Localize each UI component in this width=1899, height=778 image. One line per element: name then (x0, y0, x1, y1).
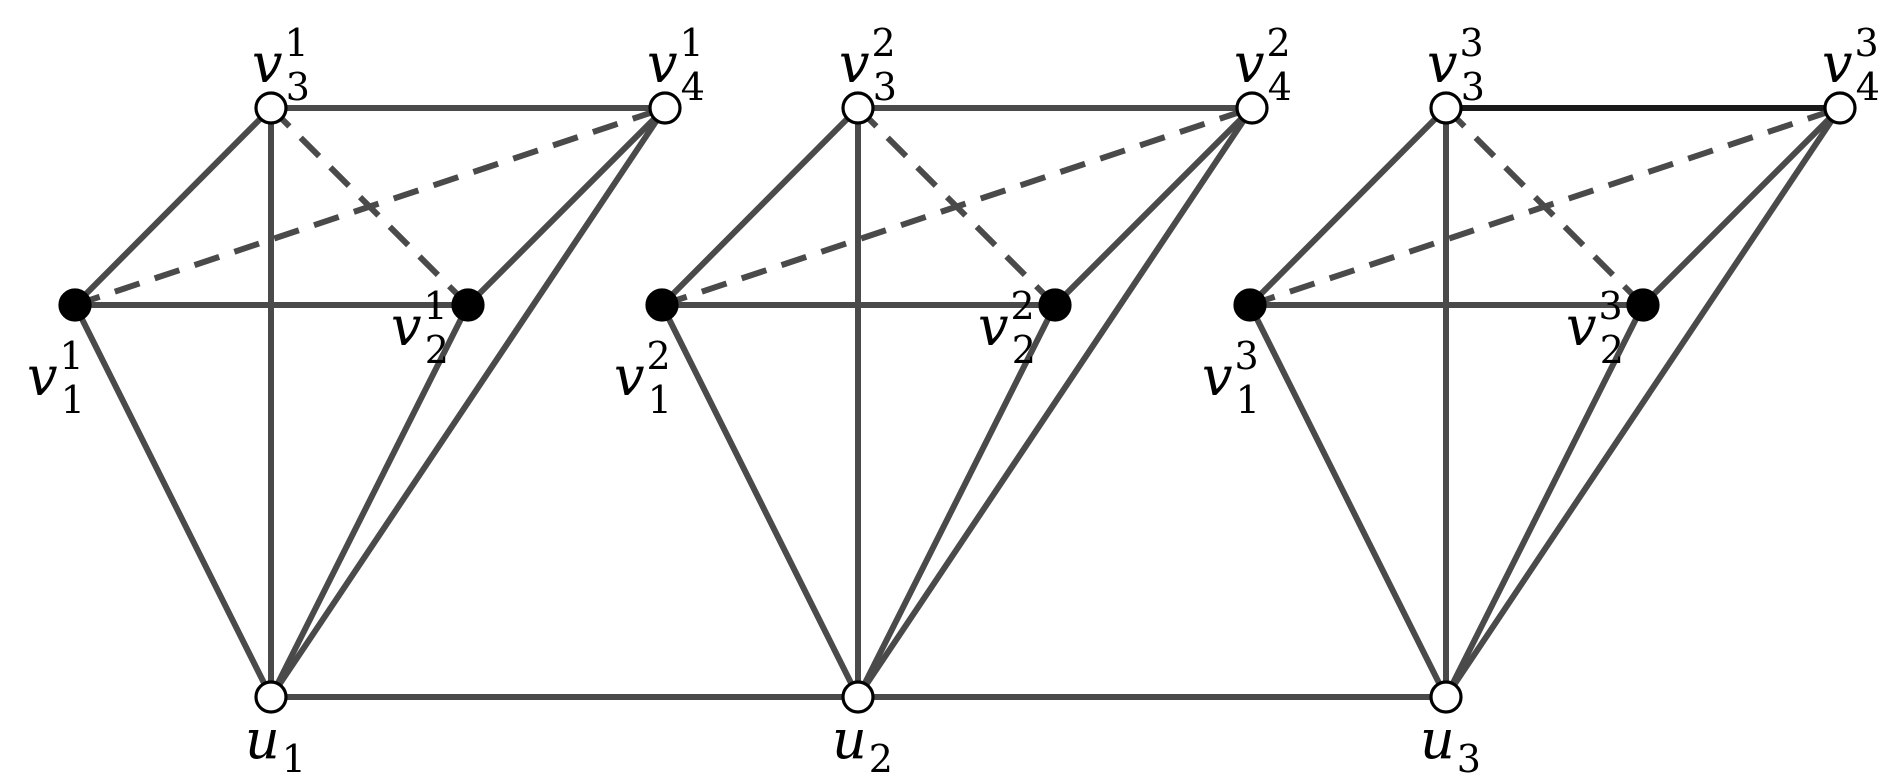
edge-b1-v3-v1 (72, 105, 274, 308)
label-u3: u3 (1420, 708, 1481, 778)
edge-b3-v3-v2 (1443, 105, 1646, 308)
edge-b2-v1-hub (659, 303, 861, 699)
edge-b1-v2-hub (268, 303, 471, 699)
edge-b1-v4-hub (268, 106, 668, 699)
vertices-layer (58, 91, 1857, 714)
edge-b3-v4-hub (1443, 106, 1843, 699)
vertex-v3-2 (841, 91, 875, 125)
edge-b2-v3-v1 (659, 105, 861, 308)
edges-layer (72, 105, 1843, 700)
edge-b2-v4-v2 (1052, 105, 1255, 308)
vertex-v1-2 (645, 288, 679, 322)
edge-b3-v3-v1 (1247, 105, 1449, 308)
edge-b3-v1-hub (1247, 303, 1449, 699)
label-u1: u1 (245, 708, 306, 778)
vertex-u2 (841, 680, 875, 714)
vertex-v3-1 (254, 91, 288, 125)
vertex-v2-3 (1626, 288, 1660, 322)
edge-b2-v3-v2 (855, 105, 1058, 308)
vertex-v4-2 (1235, 91, 1269, 125)
vertex-v4-1 (648, 91, 682, 125)
vertex-v2-1 (451, 288, 485, 322)
vertex-u3 (1429, 680, 1463, 714)
vertex-v1-3 (1233, 288, 1267, 322)
edge-b2-v2-hub (855, 303, 1058, 699)
edge-b1-v3-v2 (268, 105, 471, 308)
edge-b1-v4-v2 (465, 105, 668, 308)
edge-b3-v4-v2 (1640, 105, 1843, 308)
vertex-v3-3 (1429, 91, 1463, 125)
label-u2: u2 (832, 708, 893, 778)
vertex-v4-3 (1823, 91, 1857, 125)
edge-b3-v2-hub (1443, 303, 1646, 699)
vertex-v1-1 (58, 288, 92, 322)
edge-b2-v4-hub (855, 106, 1255, 699)
edge-b1-v1-hub (72, 303, 274, 699)
vertex-u1 (254, 680, 288, 714)
vertex-v2-2 (1038, 288, 1072, 322)
